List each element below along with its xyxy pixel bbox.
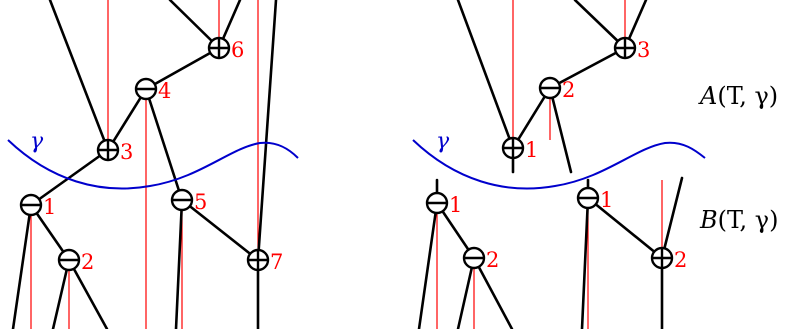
tree-node-plus: 7 [246,248,283,274]
tree-edge [586,196,664,260]
node-label: 1 [525,138,538,162]
node-label: 3 [637,38,650,62]
tree-edge [660,176,684,260]
tree-edge [580,196,590,329]
node-label: 3 [120,140,133,164]
tree-edge [11,203,33,329]
tree-edge [180,198,260,262]
node-label: 1 [600,188,613,212]
tree-nodes: 6 4 3 1 2 5 7 3 2 1 1 2 1 2 [19,36,687,274]
node-label: 1 [43,195,56,219]
tree-node-minus: 2 [57,248,94,274]
tree-node-plus: 1 [501,136,538,162]
tree-node-plus: 2 [650,246,687,272]
node-label: 5 [194,190,207,214]
left-edges [11,0,278,329]
gamma-label-left: γ [30,129,44,154]
tree-edge [456,0,515,150]
formula-a: A(T, γ) [698,82,778,110]
tree-node-plus: 6 [207,36,244,62]
tree-node-plus: 3 [613,36,650,62]
tree-edge [144,46,221,91]
tree-edge [144,87,184,202]
tree-edge [48,0,110,152]
tree-edge [573,0,627,50]
gamma-label-right: γ [436,129,450,154]
node-label: 2 [562,78,575,102]
formula-b-letter: B [699,206,718,234]
tree-edge [548,86,573,174]
tree-edge [472,256,514,329]
tree-edge [51,258,71,329]
gamma-curve-left [7,139,299,190]
tree-edge [29,148,110,207]
tree-edge [168,0,221,50]
node-label: 1 [449,193,462,217]
gamma-curve-right [412,139,706,190]
node-label: 2 [674,248,687,272]
formula-a-rest: (T, γ) [717,82,778,110]
tree-node-minus: 2 [538,76,575,102]
tree-edge [67,258,109,329]
tree-node-minus: 5 [170,188,207,214]
tree-node-minus: 1 [576,186,613,212]
tree-edge [511,86,552,150]
right-top-edges [456,0,648,174]
node-label: 6 [231,38,244,62]
formula-b: B(T, γ) [699,206,778,234]
tree-edge [256,0,278,262]
tree-node-minus: 1 [19,193,56,219]
formula-b-rest: (T, γ) [718,206,779,234]
tree-node-minus: 2 [462,246,499,272]
tree-edge [174,198,184,329]
node-label: 4 [158,79,171,103]
node-label: 7 [270,250,283,274]
formula-a-letter: A [698,82,717,110]
tree-node-plus: 3 [96,138,133,164]
tree-node-minus: 4 [134,77,171,103]
right-top-red-lines [512,0,626,148]
node-label: 2 [81,250,94,274]
tree-node-minus: 1 [425,191,462,217]
tree-edge [548,46,627,90]
node-label: 2 [486,248,499,272]
tree-edge [456,256,476,329]
tree-edge [417,201,439,329]
tree-edge [106,87,148,152]
